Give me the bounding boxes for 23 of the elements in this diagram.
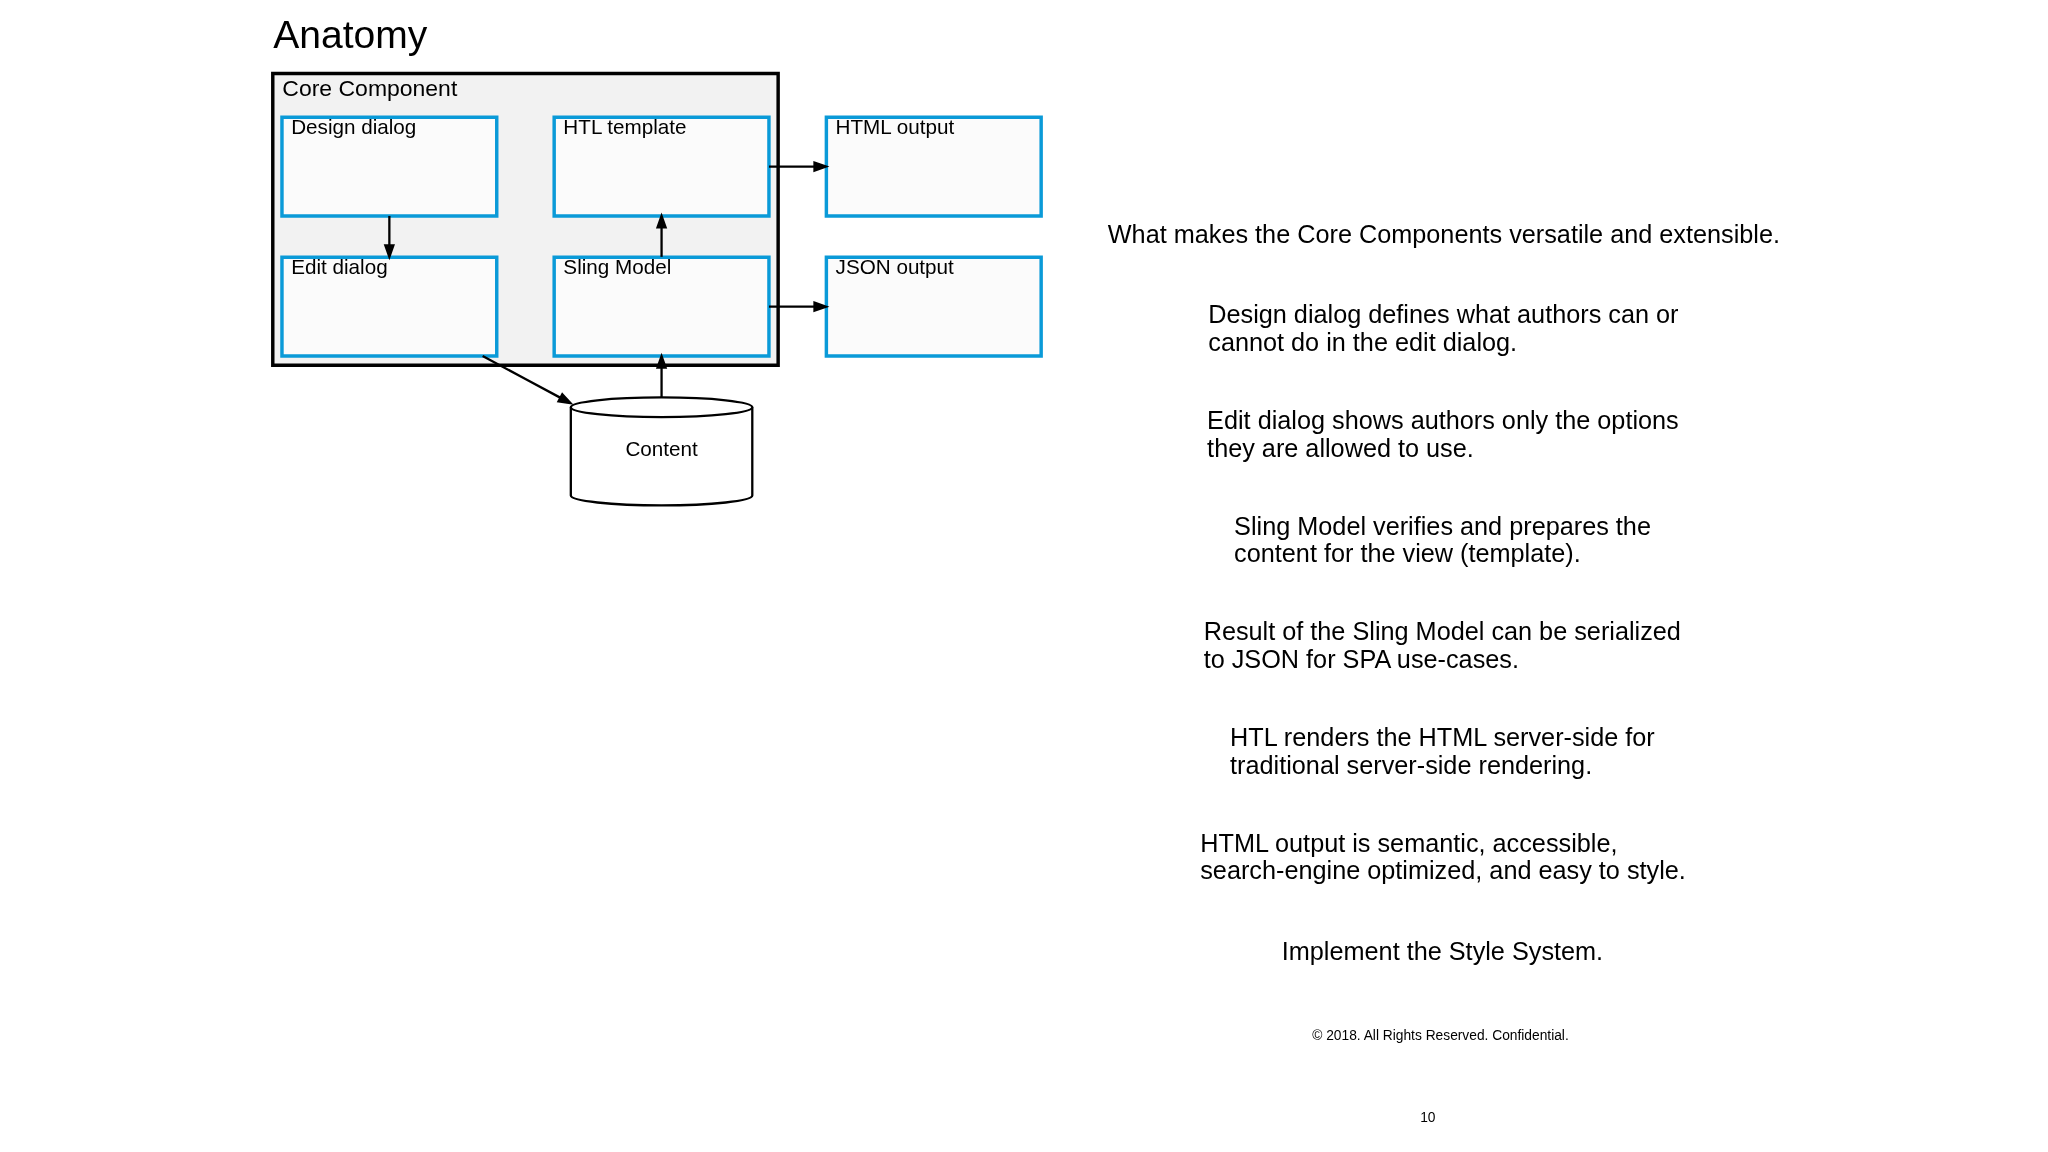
node-box: Design dialog [279,115,498,218]
diagram-title: Anatomy [272,13,427,57]
label: What makes the Core Components versatile and extensible. [1107,220,1780,249]
label: HTL renders the HTML server-side for traditional server-side rendering. [1229,723,1655,779]
node-box: HTML output [824,115,1043,218]
label: Sling Model verifies and prepares the content for the view (template). [1233,511,1651,568]
node-box: JSON output [824,255,1043,358]
label: Design dialog defines what authors can or cannot do in the edit dialog. [1207,300,1678,356]
node-box: HTL template [551,115,771,218]
node-box: Sling Model [551,255,771,358]
arrow [383,215,395,261]
label: Edit dialog shows authors only the options they are allowed to use. [1206,406,1679,462]
arrow [655,212,667,257]
label: HTML output is semantic, accessible, search-engine optimized, and easy to style. [1199,828,1686,885]
label: 10 [1419,1110,1435,1126]
node-box: Edit dialog [279,255,498,358]
label: © 2018. All Rights Reserved. Confidential. [1311,1027,1569,1043]
label: Result of the Sling Model can be serialized to JSON for SPA use-cases. [1203,617,1681,673]
label: Implement the Style System. [1281,936,1603,965]
arrow [655,352,667,398]
arrow [768,301,829,313]
arrow [481,355,574,405]
arrow [768,160,829,173]
